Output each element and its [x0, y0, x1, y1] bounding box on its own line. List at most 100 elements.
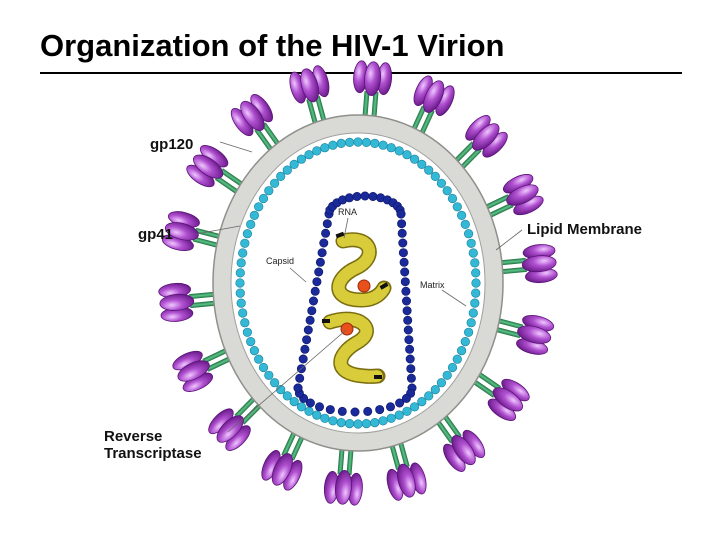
matrix-bead	[235, 288, 245, 298]
leader-rt	[227, 329, 347, 433]
matrix-bead	[304, 406, 314, 416]
capsid-bead	[399, 257, 409, 267]
matrix-bead	[430, 385, 440, 395]
matrix-bead	[235, 278, 245, 288]
capsid-bead	[375, 405, 385, 415]
matrix-bead	[436, 378, 447, 388]
rna-end-marker	[335, 231, 345, 239]
matrix-bead	[249, 346, 259, 356]
capsid-bead	[302, 335, 312, 345]
page-title: Organization of the HIV-1 Virion	[40, 28, 505, 63]
matrix-bead	[452, 202, 462, 212]
envelope-spike	[323, 443, 363, 506]
capsid-bead	[397, 228, 407, 238]
envelope-spike	[158, 282, 221, 322]
envelope-spike	[289, 65, 330, 129]
capsid-bead	[360, 191, 370, 201]
label-rna: RNA	[338, 207, 357, 217]
membrane-inner	[230, 132, 486, 434]
matrix-bead	[460, 337, 470, 347]
matrix-bead	[289, 159, 299, 169]
capsid-bead	[319, 238, 329, 248]
capsid-bead	[398, 248, 408, 258]
matrix-bead	[394, 146, 404, 156]
matrix-bead	[402, 150, 412, 160]
matrix-bead	[471, 278, 481, 288]
gp120-knob	[208, 408, 251, 451]
capsid-bead	[321, 228, 331, 238]
matrix-bead	[470, 258, 480, 268]
matrix-bead	[386, 143, 396, 153]
matrix-bead	[345, 419, 355, 429]
matrix-bead	[336, 418, 346, 428]
gp120-knob	[516, 315, 555, 355]
matrix-bead	[468, 308, 478, 318]
matrix-bead	[430, 171, 440, 181]
capsid-bead	[298, 354, 308, 364]
matrix-bead	[258, 193, 269, 204]
matrix-bead	[460, 219, 470, 229]
matrix-bead	[336, 138, 346, 148]
matrix-bead	[320, 143, 330, 153]
matrix-bead	[312, 146, 322, 156]
capsid-bead	[305, 398, 315, 408]
matrix-bead	[320, 413, 330, 423]
envelope-spike	[490, 315, 555, 355]
matrix-bead	[464, 229, 474, 239]
rna-end-marker	[322, 319, 330, 323]
capsid-bead	[401, 286, 411, 296]
matrix-bead	[457, 346, 467, 356]
matrix-bead	[410, 154, 420, 164]
matrix-bead	[328, 416, 338, 426]
capsid-bead	[406, 364, 416, 374]
leader-matrix	[441, 289, 467, 307]
matrix-bead	[424, 391, 434, 401]
matrix-bead	[457, 210, 467, 220]
gp120-knob	[521, 244, 558, 284]
capsid-bead	[398, 238, 408, 248]
label-gp41: gp41	[138, 226, 173, 243]
matrix-bead	[238, 248, 248, 258]
gp41-stem	[362, 91, 379, 123]
leader-gp120	[219, 141, 253, 153]
matrix-bead	[410, 402, 420, 412]
matrix-bead	[282, 391, 292, 401]
matrix-bead	[378, 416, 388, 426]
gp120-knob	[289, 65, 330, 104]
matrix-bead	[417, 397, 427, 407]
capsid-bead	[344, 193, 354, 203]
label-matrix: Matrix	[420, 280, 445, 290]
gp120-knob	[487, 378, 530, 421]
gp41-stem	[388, 437, 410, 470]
matrix-bead	[353, 137, 363, 147]
capsid-bead	[363, 406, 373, 416]
capsid-bead	[314, 267, 324, 277]
matrix-bead	[312, 410, 322, 420]
capsid-bead	[405, 354, 415, 364]
gp120-knob	[323, 469, 363, 506]
capsid-bead	[295, 373, 305, 383]
leader-rna	[343, 217, 349, 239]
gp41-stem	[490, 317, 524, 339]
capsid-bead	[317, 248, 327, 258]
matrix-bead	[370, 418, 380, 428]
capsid-bead	[396, 209, 406, 219]
capsid-bead	[400, 277, 410, 287]
capsid-bead	[322, 219, 332, 229]
gp120-knob	[158, 282, 195, 322]
matrix-bead	[361, 419, 372, 429]
gp120-knob	[413, 75, 455, 116]
gp41-stem	[192, 227, 226, 249]
matrix-bead	[345, 137, 355, 147]
matrix-bead	[270, 378, 280, 388]
gp41-stem	[337, 443, 354, 475]
matrix-layer	[235, 137, 481, 429]
matrix-bead	[466, 318, 476, 328]
matrix-bead	[236, 258, 246, 268]
gp120-knob	[261, 450, 303, 491]
capsid-bead	[315, 257, 325, 267]
gp120-knob	[386, 462, 427, 501]
matrix-bead	[471, 288, 481, 298]
matrix-bead	[424, 165, 434, 175]
matrix-bead	[394, 410, 404, 420]
